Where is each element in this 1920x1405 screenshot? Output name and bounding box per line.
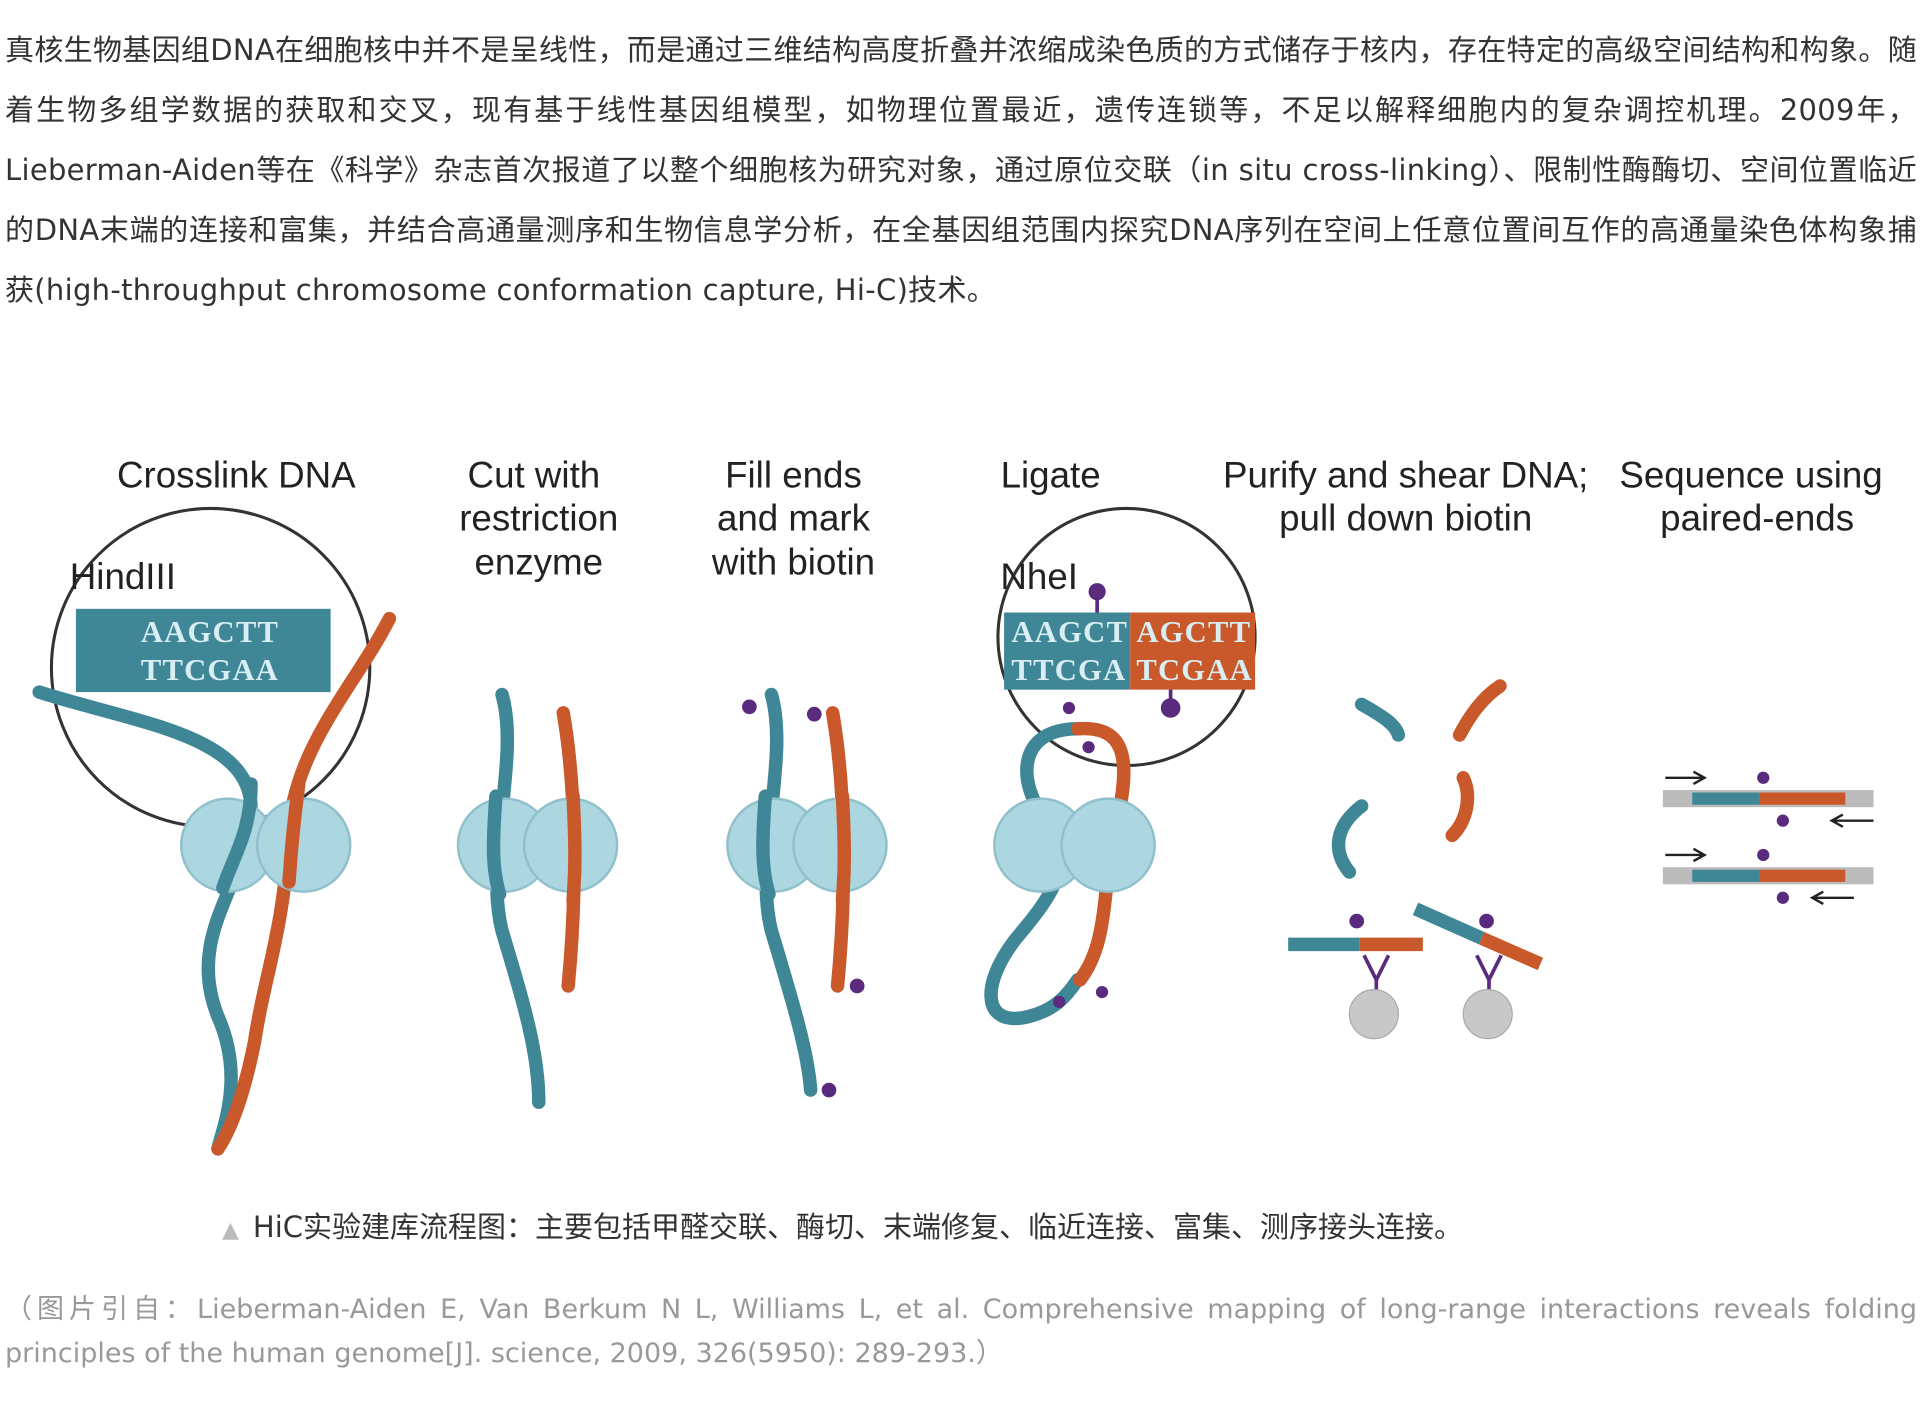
seq-bottom-right: TCGAA — [1136, 653, 1253, 687]
triangle-icon: ▲ — [222, 1218, 239, 1243]
seq-bottom-left: TTCGA — [1011, 653, 1126, 687]
step-title-fill-3: with biotin — [711, 542, 875, 583]
step-title-fill-2: and mark — [717, 497, 871, 538]
step-title-purify-1: Purify and shear DNA; — [1223, 455, 1588, 496]
step-title-cut-2: restriction — [459, 497, 618, 538]
enzyme-label-nhei: NheI — [1000, 556, 1078, 597]
caption-text: HiC实验建库流程图：主要包括甲醛交联、酶切、末端修复、临近连接、富集、测序接头… — [252, 1210, 1464, 1244]
sequence-panel — [1662, 770, 1874, 905]
step-title-sequence-1: Sequence using — [1619, 455, 1882, 496]
step-title-purify-2: pull down biotin — [1279, 497, 1532, 538]
seq-top: AAGCTT — [141, 615, 279, 649]
ligate-panel: NheI AAGCT AGCTT TTCGA TCGAA — [984, 506, 1257, 1026]
step-title-cut-1: Cut with — [468, 455, 601, 496]
enzyme-label-hindiii: HindIII — [70, 556, 176, 597]
step-title-ligate: Ligate — [1001, 455, 1101, 496]
step-title-crosslink: Crosslink DNA — [117, 455, 356, 496]
seq-bottom: TTCGAA — [141, 653, 279, 687]
step-title-sequence-2: paired-ends — [1660, 497, 1854, 538]
figure-caption: ▲ HiC实验建库流程图：主要包括甲醛交联、酶切、末端修复、临近连接、富集、测序接… — [222, 1204, 1463, 1246]
step-title-cut-3: enzyme — [474, 542, 603, 583]
purify-panel — [1288, 679, 1544, 1040]
seq-top-right: AGCTT — [1136, 615, 1251, 649]
cut-panel — [456, 687, 619, 1110]
intro-paragraph: 真核生物基因组DNA在细胞核中并不是呈线性，而是通过三维结构高度折叠并浓缩成染色… — [5, 33, 1917, 307]
crosslink-panel: HindIII AAGCTT TTCGAA — [32, 506, 397, 1156]
step-title-fill-1: Fill ends — [725, 455, 862, 496]
fill-biotin-panel — [726, 687, 888, 1098]
seq-top-left: AAGCT — [1011, 615, 1128, 649]
citation: （图片引自：Lieberman-Aiden E, Van Berkum N L,… — [5, 1294, 1917, 1369]
